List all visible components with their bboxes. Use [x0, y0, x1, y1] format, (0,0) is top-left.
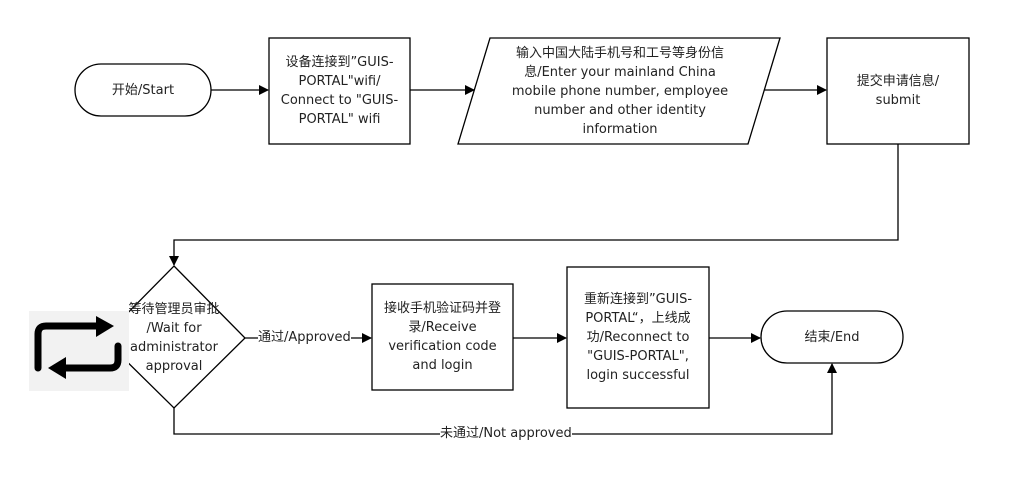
- connect-wifi-label: 设备连接到”GUIS-PORTAL"wifi/ Connect to "GUIS…: [280, 55, 399, 127]
- receive-code-process: [371, 283, 514, 391]
- wait-approval-label: 等待管理员审批 /Wait for administrator approval: [128, 302, 220, 374]
- enter-info-label: 输入中国大陆手机号和工号等身份信息/Enter your mainland Ch…: [511, 45, 729, 137]
- edge-submit-to-wait: [169, 144, 899, 266]
- not-approved-edge-label: 未通过/Not approved: [440, 426, 572, 442]
- end-label: 结束/End: [804, 329, 860, 345]
- start-label: 开始/Start: [111, 82, 175, 98]
- reconnect-process: [566, 266, 710, 409]
- enter-info-data: [457, 37, 781, 145]
- submit-label: 提交申请信息/ submit: [856, 74, 940, 108]
- connect-wifi-process: [268, 37, 411, 145]
- receive-code-label: 接收手机验证码并登录/Receive verification code and…: [383, 301, 501, 373]
- approved-edge-label: 通过/Approved: [258, 330, 351, 346]
- reconnect-label: 重新连接到”GUIS-PORTAL“，上线成功/Reconnect to "GU…: [583, 292, 693, 383]
- loop-icon: [29, 311, 129, 391]
- submit-process: [826, 37, 970, 145]
